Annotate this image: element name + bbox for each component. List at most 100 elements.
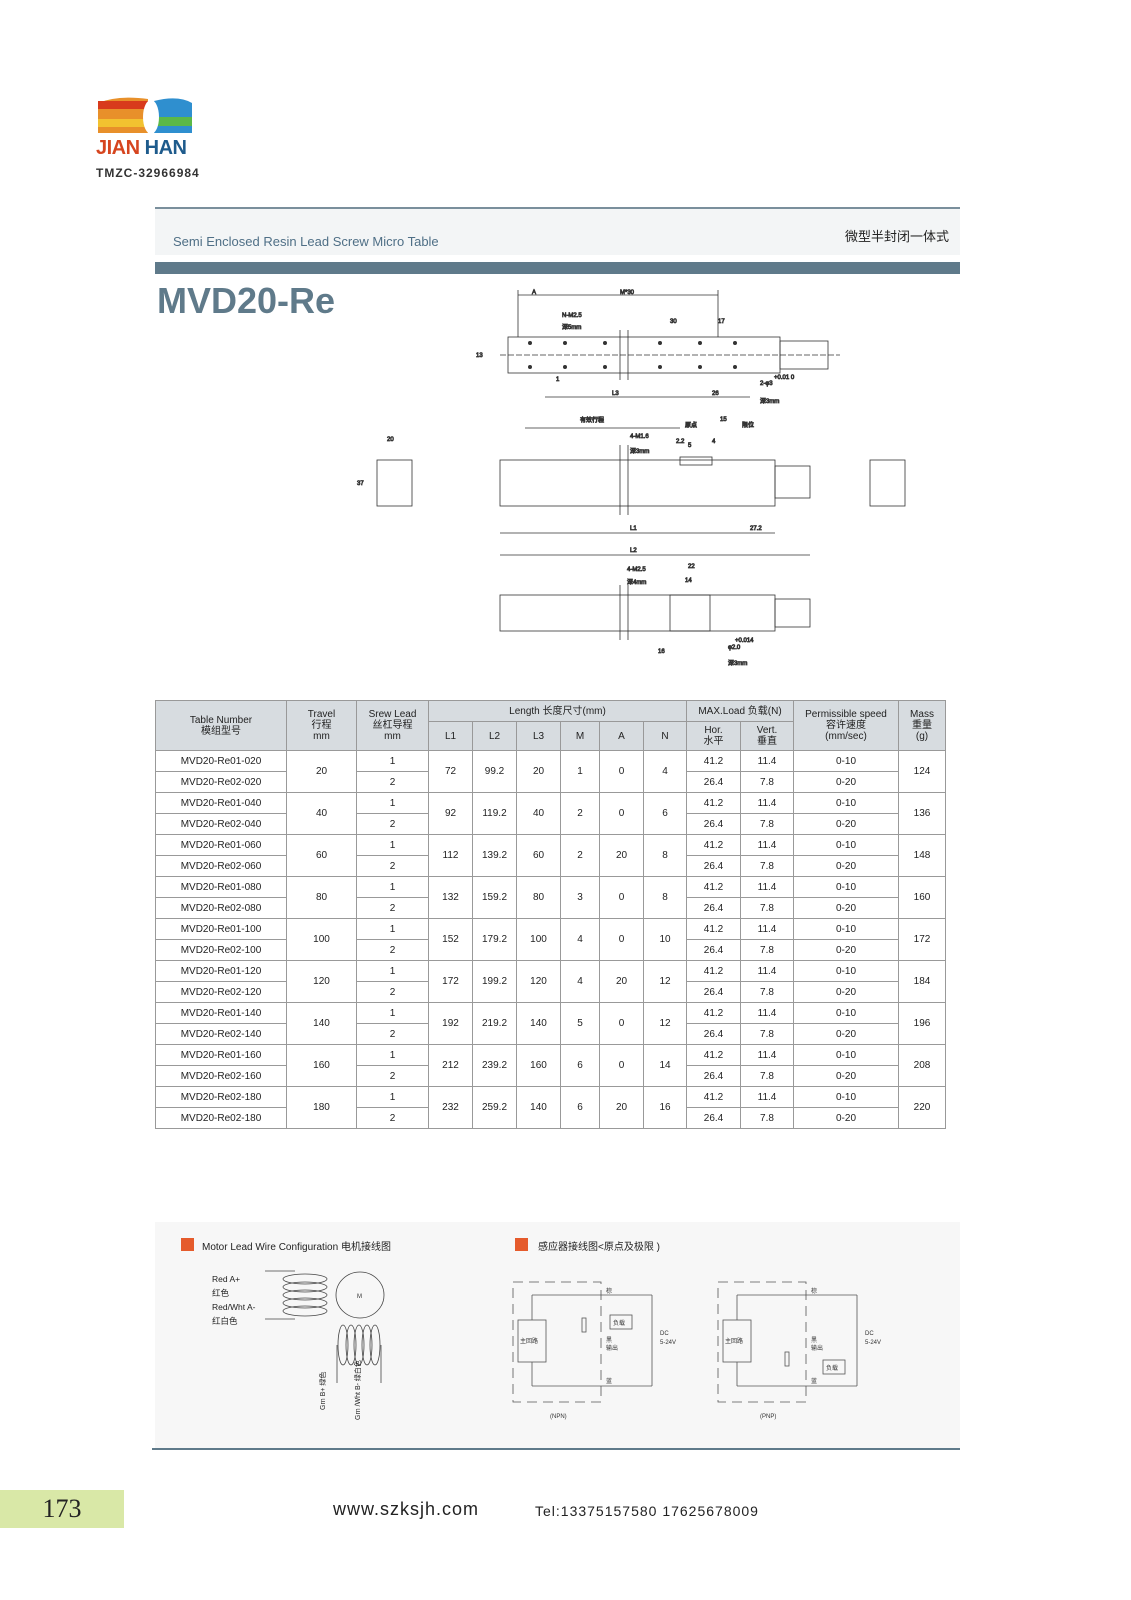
- dim-label: 27.2: [750, 526, 762, 532]
- dim-label: 4-M1.6: [630, 434, 649, 440]
- dim-label: φ2.0: [728, 645, 741, 651]
- l1-cell: 232: [428, 1086, 473, 1129]
- dim-label: 限位: [742, 421, 754, 429]
- lead-cell: 1: [356, 960, 429, 982]
- vert-load-cell: 11.4: [740, 1044, 794, 1066]
- sensor-wiring-title: 感应器接线图<原点及极限 ): [538, 1242, 660, 1253]
- col-m: M: [560, 721, 600, 751]
- motor-wire-labels-b: Grn B+ 绿色: [320, 1371, 327, 1410]
- col-load: MAX.Load 负载(N): [686, 700, 794, 722]
- l1-cell: 172: [428, 960, 473, 1003]
- dim-label: 26: [712, 391, 719, 397]
- model-cell: MVD20-Re02-080: [155, 897, 287, 919]
- n-cell: 6: [643, 792, 687, 835]
- a-cell: 0: [599, 876, 644, 919]
- svg-text:DC: DC: [865, 1331, 874, 1337]
- l2-cell: 119.2: [472, 792, 517, 835]
- model-cell: MVD20-Re02-180: [155, 1107, 287, 1129]
- hor-load-cell: 26.4: [686, 1107, 741, 1129]
- dim-label: 深3mm: [630, 447, 649, 455]
- svg-text:5-24V: 5-24V: [660, 1340, 676, 1346]
- lead-cell: 2: [356, 1107, 429, 1129]
- model-cell: MVD20-Re01-020: [155, 750, 287, 772]
- page-title: MVD20-Re: [157, 280, 336, 321]
- model-cell: MVD20-Re01-080: [155, 876, 287, 898]
- svg-text:蓝: 蓝: [606, 1377, 612, 1385]
- mass-cell: 148: [898, 834, 946, 877]
- dim-label: M*30: [620, 290, 635, 296]
- vert-load-cell: 11.4: [740, 960, 794, 982]
- hor-load-cell: 26.4: [686, 981, 741, 1003]
- model-cell: MVD20-Re01-120: [155, 960, 287, 982]
- hor-load-cell: 26.4: [686, 813, 741, 835]
- dim-label: 深4mm: [627, 578, 646, 586]
- header-title-en: Semi Enclosed Resin Lead Screw Micro Tab…: [173, 234, 439, 249]
- svg-text:棕: 棕: [606, 1287, 612, 1295]
- a-cell: 0: [599, 918, 644, 961]
- dim-label: N-M2.5: [562, 313, 582, 319]
- contact-phone: Tel:13375157580 17625678009: [535, 1503, 759, 1519]
- dim-label: 1: [556, 377, 560, 383]
- svg-text:棕: 棕: [811, 1287, 817, 1295]
- n-cell: 8: [643, 834, 687, 877]
- a-cell: 0: [599, 792, 644, 835]
- lead-cell: 1: [356, 1086, 429, 1108]
- l1-cell: 192: [428, 1002, 473, 1045]
- n-cell: 12: [643, 1002, 687, 1045]
- dim-label: 4: [712, 439, 716, 445]
- lead-cell: 1: [356, 918, 429, 940]
- mass-cell: 196: [898, 1002, 946, 1045]
- hor-load-cell: 41.2: [686, 792, 741, 814]
- l1-cell: 112: [428, 834, 473, 877]
- pnp-circuit: 主回路 负载 棕 黑 输出 蓝 DC 5-24V (PNP): [717, 1281, 881, 1420]
- hor-load-cell: 41.2: [686, 834, 741, 856]
- m-cell: 3: [560, 876, 600, 919]
- brand-name: JIAN HAN: [96, 137, 187, 160]
- n-cell: 14: [643, 1044, 687, 1087]
- motor-label: M: [357, 1294, 362, 1300]
- website-link[interactable]: www.szksjh.com: [333, 1499, 480, 1519]
- hor-load-cell: 26.4: [686, 897, 741, 919]
- dim-label: 13: [476, 353, 483, 359]
- lead-cell: 2: [356, 1065, 429, 1087]
- section-marker-icon: [515, 1238, 528, 1251]
- bottom-view: 4-M2.5 深4mm 22 14 +0.014 φ2.0 16 深3mm: [499, 564, 811, 667]
- header-title-cn: 微型半封闭一体式: [845, 229, 950, 244]
- dim-label: 17: [718, 319, 725, 325]
- dim-label: L2: [630, 548, 637, 554]
- vert-load-cell: 11.4: [740, 750, 794, 772]
- hor-load-cell: 26.4: [686, 1023, 741, 1045]
- svg-text:黑: 黑: [606, 1337, 612, 1344]
- vert-load-cell: 7.8: [740, 1065, 794, 1087]
- a-cell: 0: [599, 750, 644, 793]
- l3-cell: 160: [516, 1044, 561, 1087]
- l3-cell: 100: [516, 918, 561, 961]
- svg-text:蓝: 蓝: [811, 1377, 817, 1385]
- a-cell: 0: [599, 1002, 644, 1045]
- n-cell: 10: [643, 918, 687, 961]
- a-cell: 0: [599, 1044, 644, 1087]
- col-n: N: [643, 721, 687, 751]
- vert-load-cell: 11.4: [740, 876, 794, 898]
- l2-cell: 139.2: [472, 834, 517, 877]
- vert-load-cell: 11.4: [740, 834, 794, 856]
- vert-load-cell: 11.4: [740, 792, 794, 814]
- lead-cell: 1: [356, 876, 429, 898]
- model-cell: MVD20-Re01-100: [155, 918, 287, 940]
- travel-cell: 140: [286, 1002, 357, 1045]
- travel-cell: 120: [286, 960, 357, 1003]
- svg-text:输出: 输出: [811, 1344, 823, 1352]
- hor-load-cell: 41.2: [686, 960, 741, 982]
- l2-cell: 239.2: [472, 1044, 517, 1087]
